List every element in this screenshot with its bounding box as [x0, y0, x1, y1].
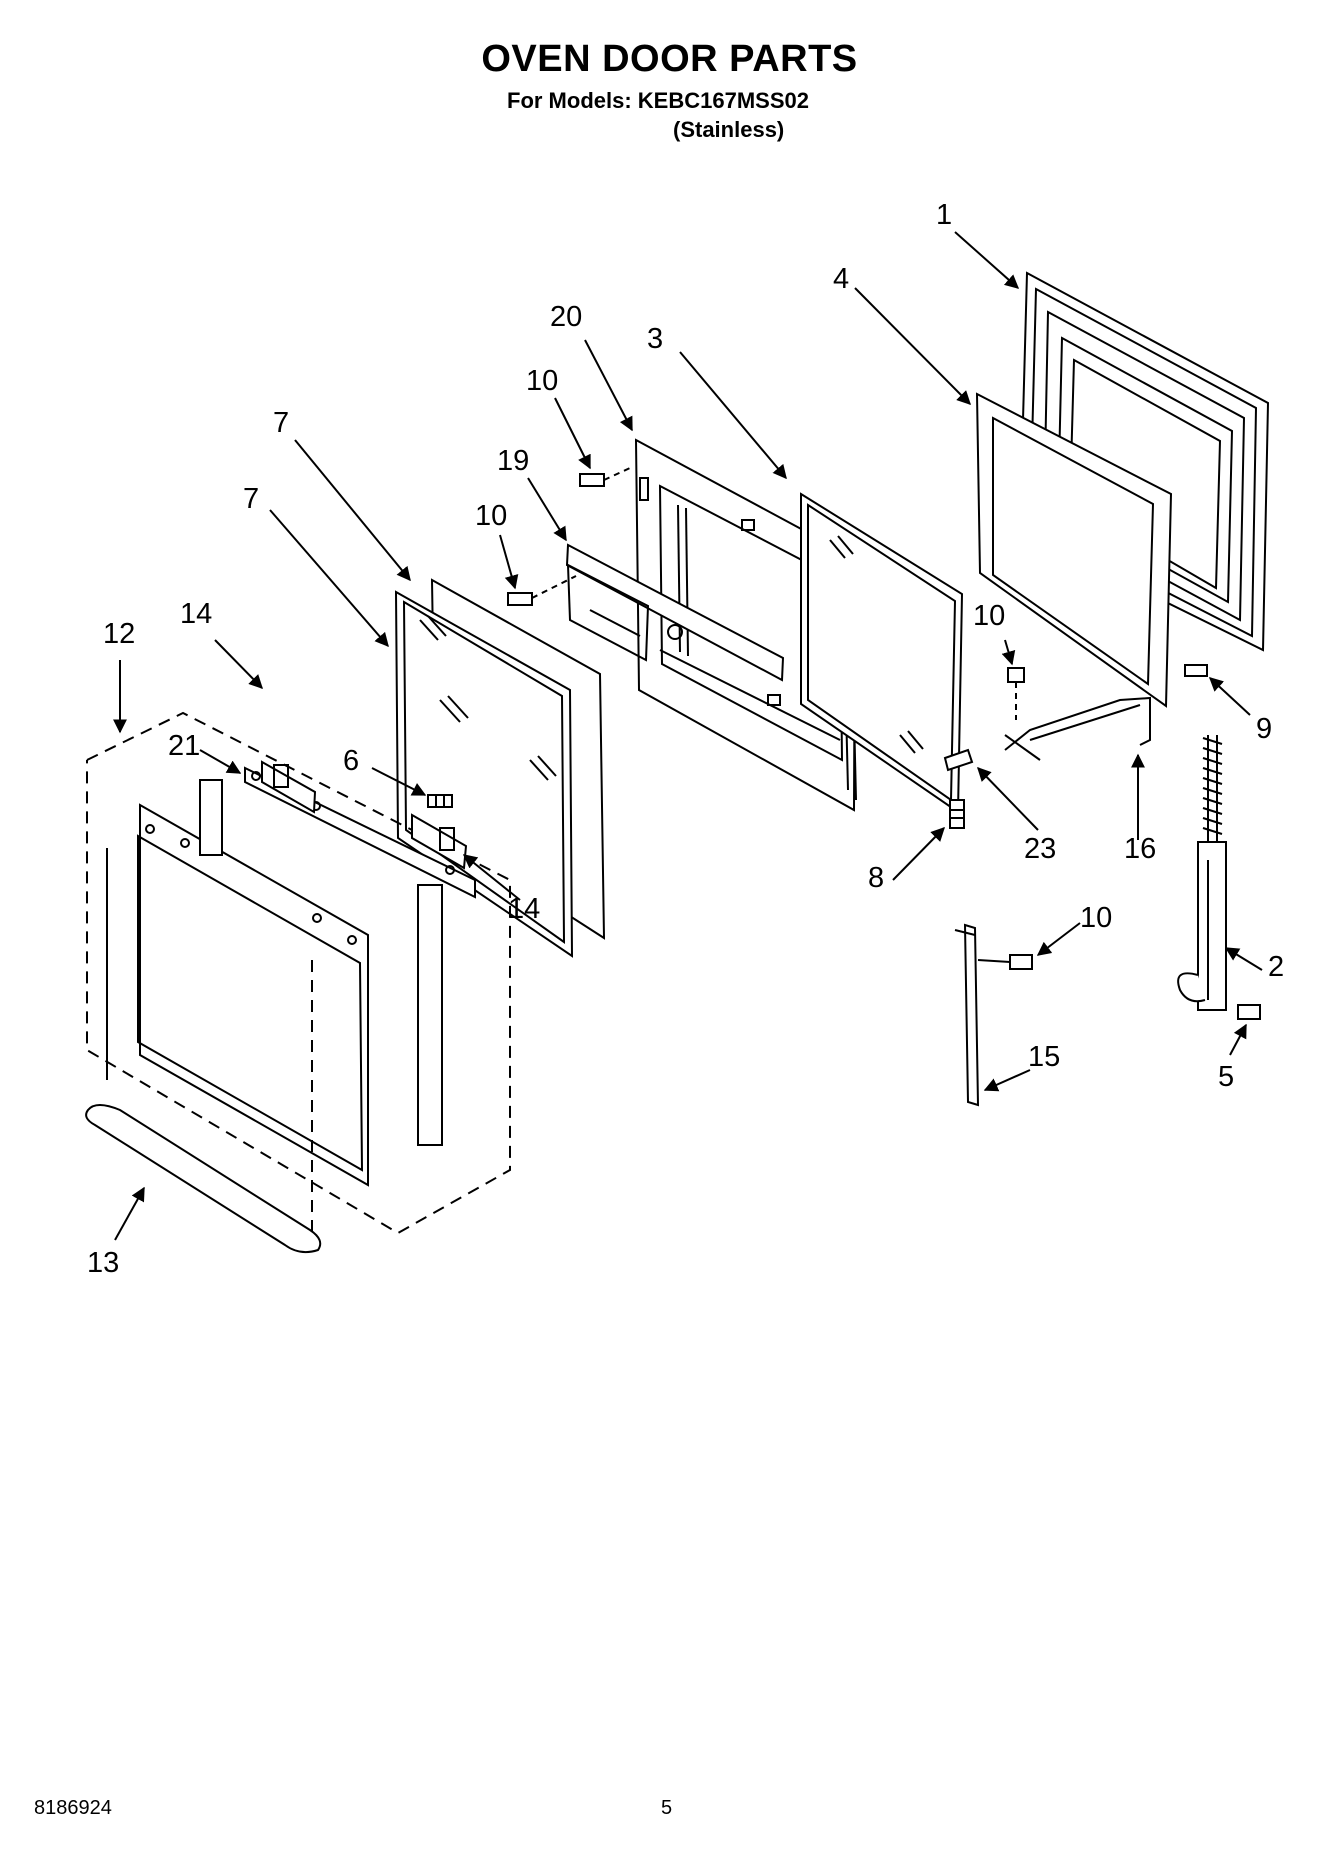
part-screw-10-right [1007, 667, 1025, 720]
callout-2: 2 [1268, 951, 1284, 983]
part-hinge-receiver-15 [954, 923, 1033, 1107]
callout-3: 3 [647, 323, 663, 355]
part-hinge-arm-bracket [1004, 696, 1151, 761]
callout-10-d: 10 [1080, 902, 1112, 934]
part-handle-13 [85, 1104, 322, 1254]
part-screw-5 [1237, 1004, 1261, 1020]
callout-12: 12 [103, 618, 135, 650]
callout-8: 8 [868, 862, 884, 894]
callout-21: 21 [168, 730, 200, 762]
callout-16: 16 [1124, 833, 1156, 865]
document-number: 8186924 [34, 1797, 112, 1819]
part-door-frame [975, 392, 1173, 708]
part-outer-door-outline [86, 711, 511, 1235]
part-bracket-14-top [261, 760, 317, 814]
part-clip-23 [943, 748, 974, 772]
callout-labels: 1 4 20 3 10 19 7 7 10 12 14 21 6 14 10 9… [87, 199, 1284, 1279]
part-screw-10-middle [507, 575, 577, 606]
callout-13: 13 [87, 1247, 119, 1279]
callout-7-b: 7 [243, 483, 259, 515]
part-screw-8 [949, 799, 965, 829]
callout-20: 20 [550, 301, 582, 333]
callout-10-a: 10 [526, 365, 558, 397]
part-hinge-2 [1177, 735, 1227, 1011]
part-vent-duct [565, 543, 785, 682]
part-trim-strip-right [417, 884, 443, 1146]
part-screw-6 [427, 794, 453, 808]
leader-lines [113, 231, 1263, 1241]
callout-15: 15 [1028, 1041, 1060, 1073]
callout-9: 9 [1256, 713, 1272, 745]
models-line: For Models: KEBC167MSS02 [507, 88, 809, 113]
callout-5: 5 [1218, 1061, 1234, 1093]
callout-10-c: 10 [973, 600, 1005, 632]
callout-23: 23 [1024, 833, 1056, 865]
model-variant: (Stainless) [673, 117, 785, 142]
callout-1: 1 [936, 199, 952, 231]
callout-19: 19 [497, 445, 529, 477]
part-front-glass [106, 803, 369, 1235]
callout-14-b: 14 [508, 893, 540, 925]
callout-14-a: 14 [180, 598, 212, 630]
part-trim-strip-left [199, 779, 223, 856]
callout-10-b: 10 [475, 500, 507, 532]
page-title: OVEN DOOR PARTS [481, 38, 858, 80]
part-screw-10-upper [579, 467, 631, 487]
callout-6: 6 [343, 745, 359, 777]
callout-4: 4 [833, 263, 849, 295]
page-number: 5 [661, 1797, 673, 1819]
callout-7-a: 7 [273, 407, 289, 439]
part-screw-9 [1184, 664, 1208, 677]
